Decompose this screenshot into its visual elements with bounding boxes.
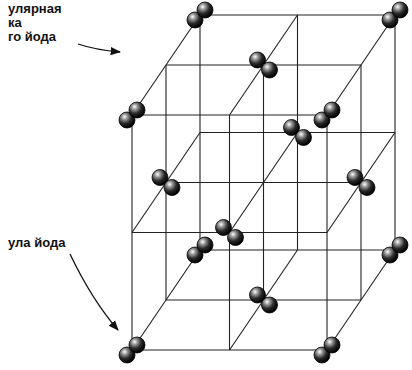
lattice-line: [132, 114, 327, 115]
leader-line: [78, 44, 120, 52]
iodine-molecule: [382, 2, 408, 28]
lattice-line: [200, 14, 395, 15]
iodine-atom: [392, 2, 408, 18]
label-text: улярная: [8, 2, 62, 16]
iodine-molecules: [119, 2, 408, 363]
iodine-molecule: [382, 237, 408, 263]
iodine-molecule: [187, 2, 213, 28]
iodine-atom: [262, 62, 278, 78]
label-text: го йода: [8, 30, 56, 44]
iodine-molecule: [250, 287, 278, 313]
iodine-atom: [228, 230, 244, 246]
iodine-atom: [129, 102, 145, 118]
iodine-molecule: [347, 170, 375, 196]
lattice-line: [230, 133, 298, 233]
iodine-atom: [197, 2, 213, 18]
iodine-molecule: [250, 52, 278, 78]
leader-lines: [70, 44, 120, 330]
iodine-molecule: [284, 120, 312, 146]
lattice-line: [327, 15, 395, 115]
iodine-atom: [359, 180, 375, 196]
iodine-atom: [262, 297, 278, 313]
iodine-molecule: [216, 220, 244, 246]
iodine-atom: [324, 337, 340, 353]
iodine-atom: [197, 237, 213, 253]
iodine-molecule: [314, 102, 340, 128]
iodine-atom: [296, 130, 312, 146]
iodine-molecule: [187, 237, 213, 263]
iodine-molecule: [152, 170, 180, 196]
iodine-molecule: [119, 337, 145, 363]
lattice-line: [394, 15, 395, 250]
leader-line: [70, 254, 118, 330]
lattice-lines: [132, 15, 395, 350]
iodine-atom: [392, 237, 408, 253]
iodine-molecule: [314, 337, 340, 363]
iodine-atom: [129, 337, 145, 353]
iodine-atom: [164, 180, 180, 196]
label-text: ула йода: [8, 236, 65, 250]
label-text: ка: [8, 16, 22, 30]
lattice-line: [327, 133, 395, 233]
iodine-molecule: [119, 102, 145, 128]
iodine-atom: [324, 102, 340, 118]
